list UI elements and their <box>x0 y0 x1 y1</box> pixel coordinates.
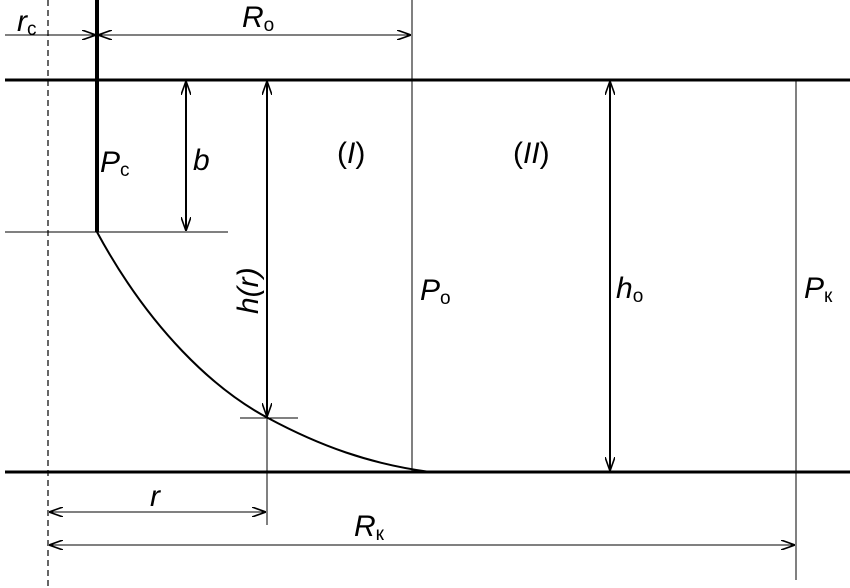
label-Rk: Rк <box>354 510 385 545</box>
label-zone-2: (II) <box>513 137 550 170</box>
label-r: r <box>150 480 161 513</box>
label-P0: Po <box>420 274 451 309</box>
label-h0: ho <box>616 272 643 307</box>
label-rc: rc <box>17 5 37 40</box>
label-Pk: Pк <box>804 272 833 307</box>
label-zone-1: (I) <box>337 137 365 170</box>
label-R0: Ro <box>242 1 274 36</box>
label-hr: h(r) <box>232 267 265 314</box>
label-Pc: Pc <box>100 146 130 181</box>
label-b: b <box>193 144 210 177</box>
